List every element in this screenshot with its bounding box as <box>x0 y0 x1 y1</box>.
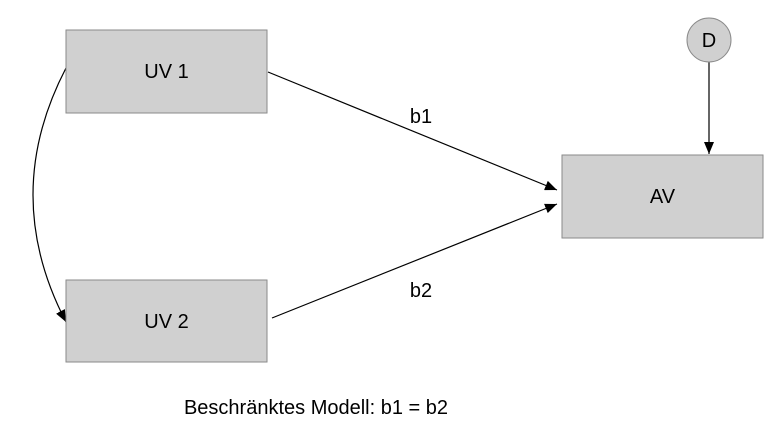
node-av: AV <box>561 154 764 239</box>
edge-label-b1: b1 <box>410 106 432 128</box>
node-uv2: UV 2 <box>65 279 268 363</box>
node-uv1-label: UV 1 <box>144 61 188 83</box>
node-d: D <box>686 17 732 63</box>
edge-label-b2: b2 <box>410 280 432 302</box>
node-uv2-label: UV 2 <box>144 311 188 333</box>
node-uv1: UV 1 <box>65 29 268 114</box>
edge-uv1-to-av <box>267 71 558 191</box>
node-av-label: AV <box>650 186 676 208</box>
edge-uv2-to-av <box>271 203 558 319</box>
node-d-label: D <box>702 30 716 52</box>
diagram-caption: Beschränktes Modell: b1 = b2 <box>184 397 448 419</box>
covariance-uv1-uv2 <box>32 55 76 323</box>
